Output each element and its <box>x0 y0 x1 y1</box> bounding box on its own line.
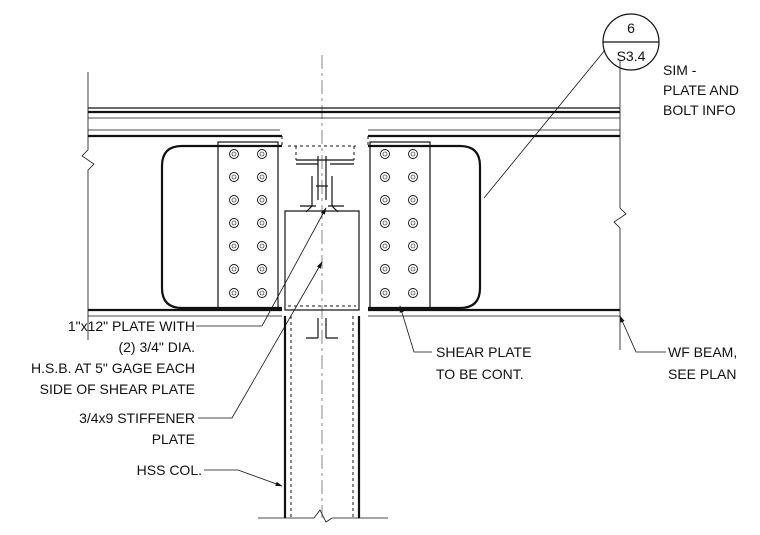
bolt-row <box>229 149 267 159</box>
bolt-row <box>380 149 418 159</box>
hss-leader <box>204 469 283 487</box>
callout-note-line1: SIM - <box>663 62 697 78</box>
plate-label-line2: (2) 3/4" DIA. <box>118 339 195 355</box>
wf-beam <box>81 60 627 350</box>
sheet-number: S3.4 <box>617 48 646 64</box>
bolt-row <box>229 195 267 205</box>
stiffener-section <box>295 146 355 213</box>
detail-number: 6 <box>627 20 635 36</box>
stiffener-label-line1: 3/4x9 STIFFENER <box>79 410 195 426</box>
detail-callout: 6 S3.4 <box>602 13 660 71</box>
plate-label-line4: SIDE OF SHEAR PLATE <box>40 381 195 397</box>
beam-break-left <box>81 72 95 340</box>
callout-note-line3: BOLT INFO <box>663 102 736 118</box>
callout-note-line2: PLATE AND <box>663 82 739 98</box>
bolt-group-left <box>229 149 267 298</box>
wf-beam-label-line2: SEE PLAN <box>668 366 736 382</box>
plate-leader <box>196 207 327 327</box>
bolt-row <box>380 288 418 298</box>
shear-plate-leader <box>399 305 432 353</box>
bolt-row <box>380 218 418 228</box>
stiffener-leader <box>198 261 323 419</box>
shear-plate-label-line1: SHEAR PLATE <box>436 344 531 360</box>
connection-plate-left <box>217 141 279 309</box>
bolt-row <box>380 172 418 182</box>
plate-label-line1: 1"x12" PLATE WITH <box>68 318 195 334</box>
bolt-row <box>380 264 418 274</box>
bolt-group-right <box>380 149 418 298</box>
bolt-row <box>229 172 267 182</box>
bolt-row <box>229 264 267 274</box>
bolt-row <box>229 218 267 228</box>
plate-label-line3: H.S.B. AT 5" GAGE EACH <box>31 360 195 376</box>
connection-plate-right <box>369 141 431 309</box>
shear-plate-below <box>306 318 338 339</box>
bolt-row <box>229 241 267 251</box>
hss-column <box>258 316 388 523</box>
wf-beam-label-line1: WF BEAM, <box>668 344 737 360</box>
wf-beam-leader <box>619 315 666 353</box>
bolt-row <box>229 288 267 298</box>
shear-plate-label-line2: TO BE CONT. <box>436 366 524 382</box>
cope-outlines <box>160 136 482 310</box>
bolt-row <box>380 195 418 205</box>
bolt-row <box>380 241 418 251</box>
callout-leader <box>483 49 606 199</box>
stiffener-label-line2: PLATE <box>152 431 195 447</box>
column-break <box>258 509 388 523</box>
hss-col-label: HSS COL. <box>137 462 202 478</box>
beam-break-right <box>613 60 627 350</box>
